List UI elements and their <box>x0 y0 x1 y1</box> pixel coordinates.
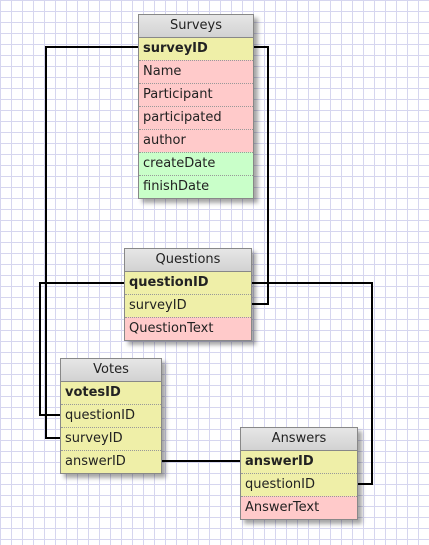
table-surveys-field-participant[interactable]: Participant <box>139 83 253 106</box>
table-questions-field-questionid[interactable]: questionID <box>125 272 251 294</box>
table-surveys-field-participated[interactable]: participated <box>139 106 253 129</box>
table-votes-field-votesid[interactable]: votesID <box>61 382 161 404</box>
relation-surveys-votes <box>45 46 138 439</box>
table-surveys-field-createdate[interactable]: createDate <box>139 152 253 175</box>
relation-surveys-questions <box>252 46 269 305</box>
table-answers-field-answerid[interactable]: answerID <box>241 451 357 473</box>
table-answers-field-questionid[interactable]: questionID <box>241 473 357 496</box>
table-questions-field-surveyid[interactable]: surveyID <box>125 294 251 317</box>
table-surveys-title: Surveys <box>139 15 253 38</box>
table-votes-field-surveyid[interactable]: surveyID <box>61 427 161 450</box>
table-answers-field-answertext[interactable]: AnswerText <box>241 496 357 519</box>
table-questions-title: Questions <box>125 249 251 272</box>
table-votes-field-answerid[interactable]: answerID <box>61 450 161 473</box>
table-questions-field-questiontext[interactable]: QuestionText <box>125 317 251 340</box>
relation-questions-answers <box>250 282 373 485</box>
table-answers-title: Answers <box>241 428 357 451</box>
table-surveys-field-finishdate[interactable]: finishDate <box>139 175 253 198</box>
table-surveys-field-author[interactable]: author <box>139 129 253 152</box>
relation-questions-votes <box>39 282 124 416</box>
table-votes-title: Votes <box>61 359 161 382</box>
table-surveys-field-surveyid[interactable]: surveyID <box>139 38 253 60</box>
table-surveys-field-name[interactable]: Name <box>139 60 253 83</box>
table-votes-field-questionid[interactable]: questionID <box>61 404 161 427</box>
